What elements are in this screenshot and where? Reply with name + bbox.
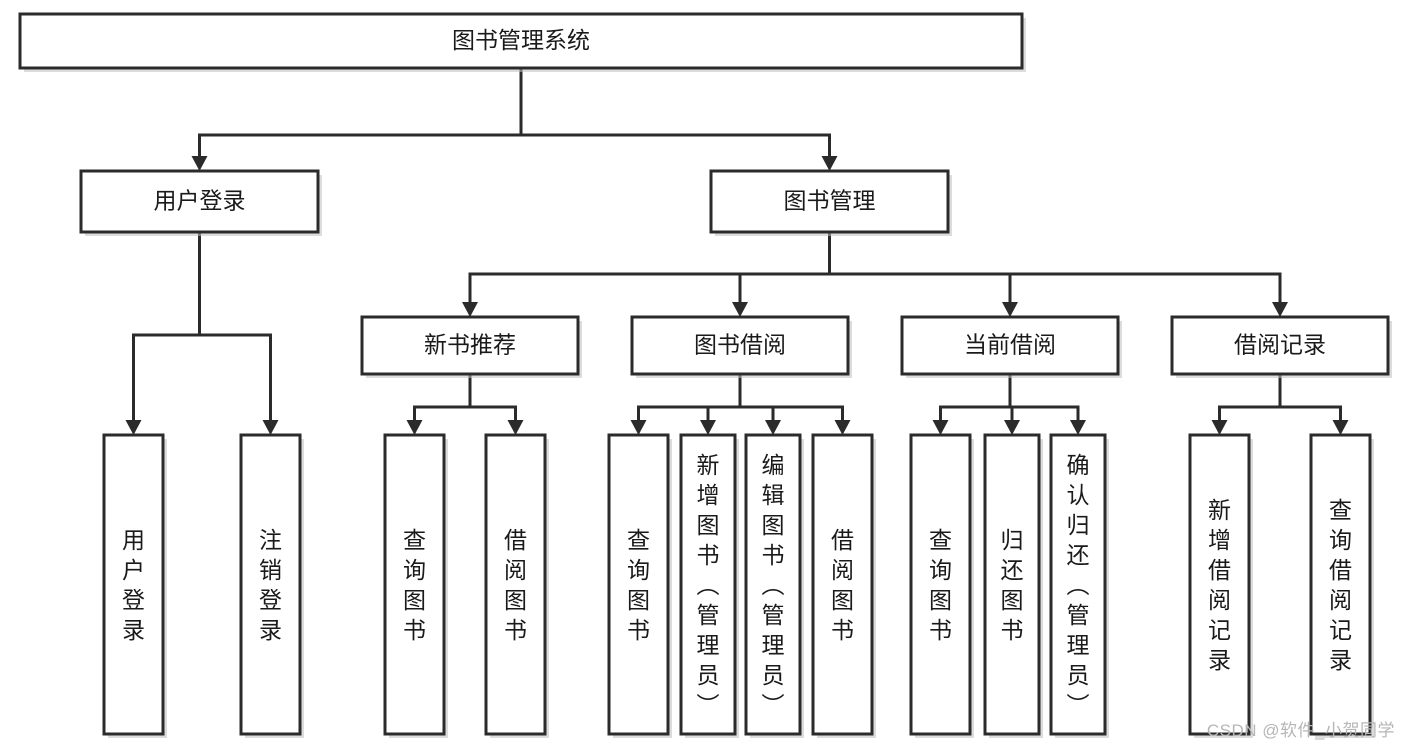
arrow-head-icon (821, 156, 838, 171)
node-book-borrow[interactable]: 图书借阅 (630, 315, 852, 378)
node-label: 借阅记录 (1234, 332, 1326, 358)
node-box[interactable] (239, 433, 302, 736)
node-leaf-query-book-cur[interactable]: 查询图书 (909, 433, 974, 738)
node-leaf-borrow-book-rec[interactable]: 借阅图书 (484, 433, 549, 738)
node-label: 确认归还︵管理员︶ (1067, 452, 1090, 718)
node-leaf-borrow-book-bor[interactable]: 借阅图书 (811, 433, 876, 738)
node-label: 图书借阅 (694, 332, 786, 358)
node-leaf-return-book[interactable]: 归还图书 (983, 433, 1043, 738)
node-box[interactable] (630, 315, 850, 376)
node-new-book-recommend[interactable]: 新书推荐 (360, 315, 582, 378)
node-box[interactable] (102, 433, 165, 736)
node-label: 借阅图书 (831, 527, 854, 643)
node-box[interactable] (909, 433, 972, 736)
node-box[interactable] (1049, 433, 1107, 736)
arrow-head-icon (1002, 302, 1018, 317)
arrow-head-icon (125, 420, 142, 435)
node-layer: 图书管理系统用户登录图书管理新书推荐图书借阅当前借阅借阅记录用户登录注销登录查询… (18, 12, 1392, 738)
node-leaf-user-logout[interactable]: 注销登录 (239, 433, 304, 738)
node-label: 借阅图书 (504, 527, 527, 643)
node-label: 用户登录 (122, 527, 145, 643)
node-box[interactable] (709, 169, 950, 234)
node-box[interactable] (1170, 315, 1390, 376)
node-leaf-edit-book[interactable]: 编辑图书︵管理员︶ (744, 433, 804, 738)
node-box[interactable] (484, 433, 547, 736)
node-box[interactable] (1309, 433, 1372, 736)
node-label: 新书推荐 (424, 332, 516, 358)
watermark-text: CSDN @软件_小贺同学 (1206, 721, 1395, 740)
node-box[interactable] (811, 433, 874, 736)
node-label: 用户登录 (154, 188, 246, 214)
node-current-borrow[interactable]: 当前借阅 (900, 315, 1122, 378)
arrow-head-icon (630, 420, 647, 435)
node-root[interactable]: 图书管理系统 (18, 12, 1026, 72)
node-leaf-add-record[interactable]: 新增借阅记录 (1188, 433, 1253, 738)
node-label: 归还图书 (1001, 527, 1024, 643)
node-box[interactable] (607, 433, 670, 736)
arrow-head-icon (932, 420, 949, 435)
arrow-head-icon (262, 420, 279, 435)
node-leaf-query-book-bor[interactable]: 查询图书 (607, 433, 672, 738)
arrow-head-icon (732, 302, 748, 317)
node-box[interactable] (744, 433, 802, 736)
arrow-head-icon (1004, 420, 1020, 435)
node-user-login[interactable]: 用户登录 (79, 169, 322, 236)
arrow-head-icon (507, 420, 524, 435)
arrow-head-icon (765, 420, 781, 435)
node-box[interactable] (79, 169, 320, 234)
node-box[interactable] (1188, 433, 1251, 736)
node-label: 图书管理系统 (452, 27, 590, 53)
node-leaf-add-book[interactable]: 新增图书︵管理员︶ (679, 433, 739, 738)
node-label: 图书管理 (784, 188, 876, 214)
node-box[interactable] (679, 433, 737, 736)
arrow-head-icon (700, 420, 716, 435)
arrow-head-icon (1211, 420, 1228, 435)
node-label: 新增借阅记录 (1208, 497, 1231, 673)
node-box[interactable] (983, 433, 1041, 736)
node-box[interactable] (18, 12, 1024, 70)
node-label: 编辑图书︵管理员︶ (762, 452, 785, 718)
node-borrow-record[interactable]: 借阅记录 (1170, 315, 1392, 378)
arrow-head-icon (1272, 302, 1288, 317)
arrow-head-icon (462, 302, 478, 317)
node-label: 当前借阅 (964, 332, 1056, 358)
node-label: 新增图书︵管理员︶ (697, 452, 720, 718)
node-leaf-query-book-rec[interactable]: 查询图书 (383, 433, 448, 738)
node-label: 查询图书 (627, 527, 650, 643)
node-box[interactable] (900, 315, 1120, 376)
node-leaf-query-record[interactable]: 查询借阅记录 (1309, 433, 1374, 738)
connector-layer (125, 66, 1349, 435)
node-leaf-user-login[interactable]: 用户登录 (102, 433, 167, 738)
node-leaf-confirm-return[interactable]: 确认归还︵管理员︶ (1049, 433, 1109, 738)
node-box[interactable] (383, 433, 446, 736)
node-label: 注销登录 (259, 527, 282, 643)
arrow-head-icon (1332, 420, 1349, 435)
arrow-head-icon (406, 420, 423, 435)
node-label: 查询借阅记录 (1329, 497, 1352, 673)
node-label: 查询图书 (929, 527, 952, 643)
node-label: 查询图书 (403, 527, 426, 643)
arrow-head-icon (1070, 420, 1086, 435)
arrow-head-icon (834, 420, 851, 435)
node-book-manage[interactable]: 图书管理 (709, 169, 952, 236)
arrow-head-icon (191, 156, 208, 171)
node-box[interactable] (360, 315, 580, 376)
